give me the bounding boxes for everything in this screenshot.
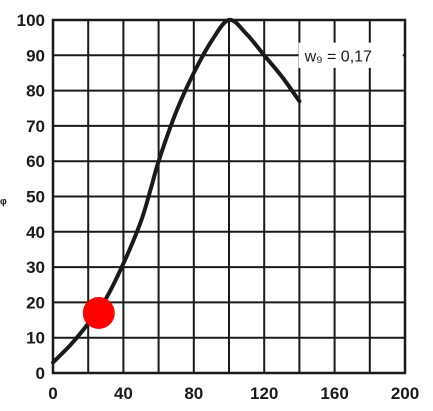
y-tick-label: 80 — [26, 82, 45, 101]
chart-grid — [53, 20, 405, 373]
annotation-label: w₉ = 0,17 — [304, 48, 372, 65]
x-tick-label: 120 — [250, 384, 278, 403]
y-tick-label: 0 — [36, 364, 45, 383]
y-tick-label: 70 — [26, 117, 45, 136]
y-axis-label: ᵩ — [0, 191, 7, 207]
x-tick-label: 80 — [184, 384, 203, 403]
y-tick-label: 40 — [26, 223, 45, 242]
x-tick-label: 200 — [391, 384, 419, 403]
y-tick-label: 10 — [26, 329, 45, 348]
y-tick-label: 20 — [26, 293, 45, 312]
x-tick-label: 160 — [320, 384, 348, 403]
y-tick-label: 50 — [26, 188, 45, 207]
x-tick-label: 0 — [48, 384, 57, 403]
annotation-background — [298, 42, 403, 68]
highlight-point — [82, 296, 115, 329]
y-tick-labels: 0 10 20 30 40 50 60 70 80 90 100 — [17, 11, 45, 383]
y-tick-label: 60 — [26, 152, 45, 171]
y-tick-label: 90 — [26, 46, 45, 65]
x-tick-labels: 0 40 80 120 160 200 — [48, 384, 419, 403]
y-tick-label: 100 — [17, 11, 45, 30]
y-tick-label: 30 — [26, 258, 45, 277]
x-tick-label: 40 — [114, 384, 133, 403]
